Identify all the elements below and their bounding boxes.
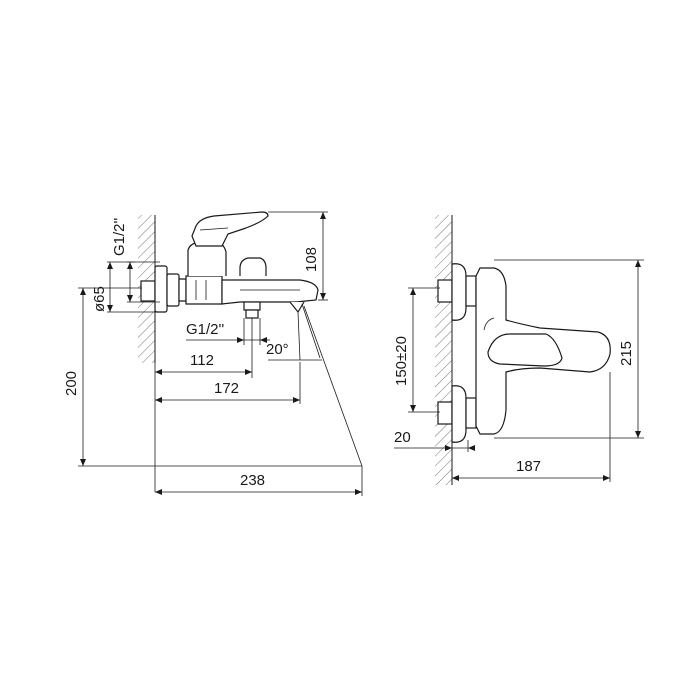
height-215-label: 215 — [618, 341, 635, 366]
center-distance-label: 150±20 — [393, 336, 410, 386]
dim-238-label: 238 — [240, 472, 265, 489]
thread-top-label: G1/2'' — [111, 218, 128, 256]
left-view: G1/2'' ø65 108 G1/2'' 20° 112 — [63, 211, 363, 496]
angle-label: 20° — [266, 341, 289, 358]
faucet-side-body — [140, 211, 319, 319]
dim-200-label: 200 — [63, 371, 80, 396]
dim-172-label: 172 — [214, 380, 239, 397]
height-108-label: 108 — [303, 247, 320, 272]
diameter-label: ø65 — [91, 286, 108, 312]
dim-112-label: 112 — [190, 352, 214, 369]
depth-187-label: 187 — [516, 458, 541, 475]
wall-gap-label: 20 — [394, 429, 411, 446]
right-view: 150±20 215 20 187 — [393, 215, 644, 485]
right-wall-hatch — [435, 215, 452, 485]
faucet-top-body — [437, 263, 611, 443]
thread-bottom-label: G1/2'' — [186, 321, 224, 338]
